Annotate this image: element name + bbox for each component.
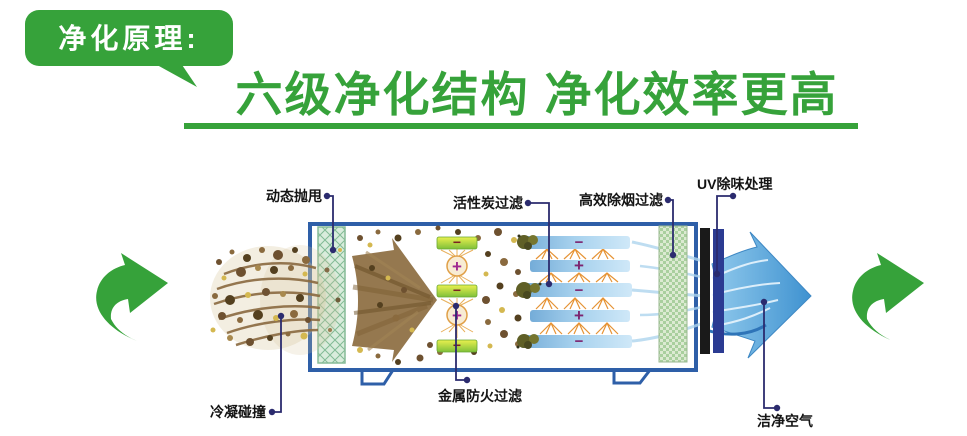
plus-sign: + (452, 257, 462, 276)
minus-sign: − (453, 282, 461, 298)
plus-sign: + (574, 256, 584, 275)
electrostatic-stack: − − − + + (436, 234, 478, 353)
airflow-out-arrow-icon (852, 253, 924, 341)
minus-sign: − (453, 234, 461, 250)
uv-lamp-black-bar (700, 228, 710, 354)
collected-grime-blobs (516, 234, 542, 349)
esp-plates-section: − + − + − (516, 234, 632, 350)
pointer-condensation (268, 312, 285, 416)
label-smoke-filter: 高效除烟过滤 (579, 192, 663, 208)
plus-sign: + (452, 306, 462, 325)
page-title: 六级净化结构 净化效率更高 (235, 68, 838, 121)
airflow-in-arrow-icon (96, 253, 168, 341)
pointer-activated-carbon (524, 199, 553, 288)
label-condensation: 冷凝碰撞 (210, 404, 266, 420)
plus-sign: + (574, 306, 584, 325)
label-dynamic-throw: 动态抛甩 (266, 188, 322, 204)
intake-particles (210, 247, 311, 346)
field-lines (440, 249, 474, 338)
title-underline (184, 123, 858, 129)
label-metal-fire: 金属防火过滤 (437, 388, 522, 404)
pointer-uv-treatment (713, 192, 737, 278)
label-clean-air: 洁净空气 (757, 413, 813, 429)
minus-sign: − (575, 234, 584, 251)
pointer-smoke-filter (664, 196, 677, 259)
box-foot-left (360, 368, 396, 386)
particles-inside-box (357, 225, 522, 365)
pointer-dynamic-throw (323, 192, 337, 254)
pointer-clean-air (760, 298, 781, 412)
badge-bubble (25, 10, 233, 66)
label-activated-carbon: 活性炭过滤 (453, 195, 523, 211)
dirty-air-intake (210, 245, 340, 355)
pointer-metal-fire (452, 302, 471, 384)
arrow-bottom-edge (705, 323, 767, 336)
minus-sign: − (453, 337, 461, 353)
badge-label: 净化原理: (58, 23, 199, 54)
label-uv-treatment: UV除味处理 (697, 176, 772, 192)
minus-sign: − (575, 333, 584, 350)
minus-sign: − (575, 282, 584, 299)
uv-lamp-navy-bar (713, 229, 724, 353)
header-badge: 净化原理: (25, 10, 233, 87)
